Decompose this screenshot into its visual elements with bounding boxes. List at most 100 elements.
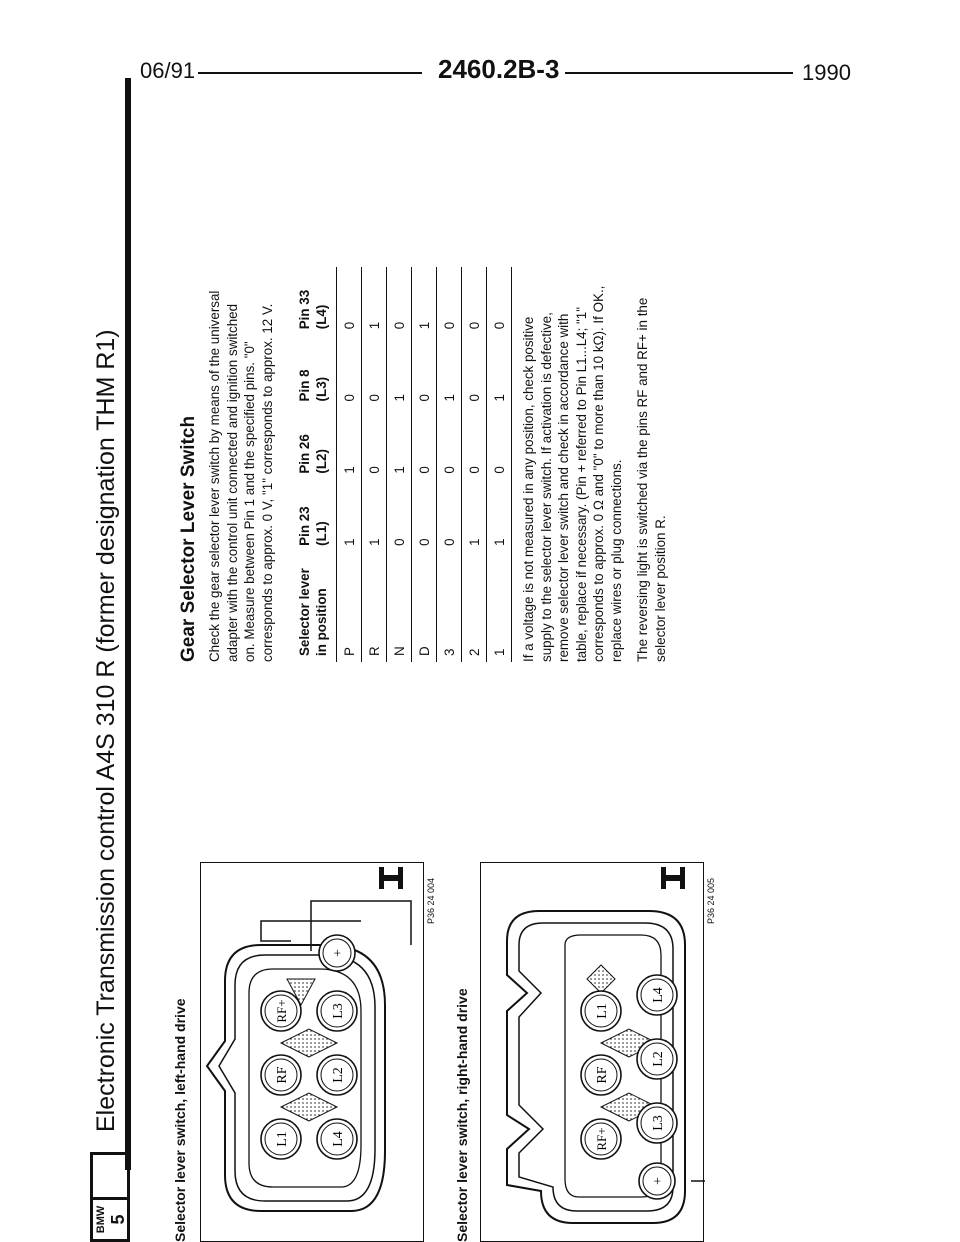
logo-series: 5: [108, 1214, 128, 1225]
i-beam-marker-icon: [379, 867, 403, 889]
pin-l2: L2: [636, 1038, 678, 1080]
cell-value: 1: [386, 411, 412, 484]
table-header-pin-33: Pin 33 (L4): [297, 289, 329, 330]
margin-rule: [125, 78, 131, 1170]
troubleshooting-paragraph: If a voltage is not measured in any posi…: [521, 285, 624, 662]
pin-rf-plus: RF+: [260, 990, 302, 1032]
cell-value: 0: [411, 483, 437, 556]
logo-mark: BMW 5: [93, 1197, 128, 1239]
cell-position: D: [411, 555, 437, 662]
cell-value: 1: [361, 483, 387, 556]
cell-value: 1: [461, 483, 487, 556]
cell-position: P: [336, 555, 362, 662]
pin-l3: L3: [316, 990, 358, 1032]
svg-text:RF: RF: [275, 1066, 290, 1083]
cell-value: 0: [411, 339, 437, 412]
table-row: 2 1 0 0 0: [461, 267, 487, 662]
connector-rhd-drawing: RF+ RF L1 + L3: [506, 867, 705, 1224]
svg-text:+: +: [331, 949, 346, 957]
section-title: Gear Selector Lever Switch: [178, 415, 199, 662]
svg-text:RF: RF: [595, 1066, 610, 1083]
cell-position: N: [386, 555, 412, 662]
cell-value: 1: [361, 267, 387, 340]
cell-value: 1: [336, 411, 362, 484]
figure-1-caption: Selector lever switch, left-hand drive: [172, 998, 188, 1242]
svg-text:L3: L3: [651, 1115, 666, 1131]
table-header-position: Selector lever in position: [297, 568, 329, 656]
document-title: Electronic Transmission control A4S 310 …: [92, 329, 120, 1132]
cell-value: 1: [486, 483, 512, 556]
pin-l4: L4: [316, 1118, 358, 1160]
i-beam-marker-icon: [661, 867, 685, 889]
table-row: N 0 1 1 0: [386, 267, 412, 662]
svg-text:RF+: RF+: [594, 1127, 609, 1150]
cell-value: 1: [411, 267, 437, 340]
cell-value: 0: [436, 411, 462, 484]
bmw-series-logo: BMW 5: [90, 1152, 130, 1242]
logo-brand: BMW: [95, 1205, 107, 1234]
pin-plus: +: [318, 934, 356, 972]
page-header: 06/91 2460.2B-3 1990: [0, 0, 960, 1170]
table-header-pin-26: Pin 26 (L2): [297, 434, 329, 474]
cell-value: 0: [386, 483, 412, 556]
header-doc-number: 2460.2B-3: [438, 54, 560, 84]
connector-lhd-drawing: L1 RF RF+ L4 L2: [205, 867, 412, 1212]
figure-2-caption: Selector lever switch, right-hand drive: [454, 988, 470, 1242]
pin-l3: L3: [636, 1102, 678, 1144]
pin-rf-plus: RF+: [580, 1118, 622, 1160]
intro-paragraph: Check the gear selector lever switch by …: [207, 290, 275, 662]
cell-value: 0: [436, 267, 462, 340]
rotated-page-content: BMW 5 Electronic Transmission control A4…: [0, 132, 830, 1242]
pin-rf: RF: [260, 1054, 302, 1096]
svg-text:L4: L4: [651, 987, 666, 1003]
cell-value: 0: [486, 267, 512, 340]
svg-text:L1: L1: [595, 1003, 610, 1019]
table-header-pin-8: Pin 8 (L3): [297, 369, 329, 402]
svg-text:L1: L1: [275, 1131, 290, 1147]
pin-l1: L1: [260, 1118, 302, 1160]
header-year: 1990: [802, 60, 851, 85]
header-date: 06/91: [140, 58, 196, 83]
cell-value: 1: [486, 339, 512, 412]
figure-2-reference: P36 24 005: [706, 877, 716, 924]
header-rule-left: [198, 72, 422, 74]
cell-value: 0: [486, 411, 512, 484]
svg-text:+: +: [651, 1177, 666, 1185]
cell-value: 1: [336, 483, 362, 556]
cell-value: 0: [386, 267, 412, 340]
pin-l2: L2: [316, 1054, 358, 1096]
pin-l1: L1: [580, 990, 622, 1032]
pin-rf: RF: [580, 1054, 622, 1096]
svg-text:L2: L2: [651, 1051, 666, 1067]
cell-value: 1: [436, 339, 462, 412]
cell-value: 0: [336, 267, 362, 340]
cell-value: 1: [386, 339, 412, 412]
logo-blank-cell: [93, 1155, 127, 1197]
svg-text:L3: L3: [331, 1003, 346, 1019]
cell-value: 0: [461, 411, 487, 484]
figure-2-connector-diagram: RF+ RF L1 + L3: [480, 862, 705, 1242]
pin-plus: +: [638, 1162, 676, 1200]
cell-value: 0: [411, 411, 437, 484]
svg-text:RF+: RF+: [274, 999, 289, 1022]
table-row: 3 0 0 1 0: [436, 267, 462, 662]
selector-lever-pin-table: Selector lever in position Pin 23 (L1) P…: [296, 267, 512, 662]
svg-text:L4: L4: [331, 1131, 346, 1147]
table-row: P 1 1 0 0: [336, 267, 362, 662]
cell-position: 2: [461, 555, 487, 662]
header-rule-right: [565, 72, 793, 74]
figure-1-connector-diagram: L1 RF RF+ L4 L2: [200, 862, 424, 1242]
table-row: 1 1 0 1 0: [486, 267, 512, 662]
figure-1-reference: P36 24 004: [426, 877, 436, 924]
table-row: D 0 0 0 1: [411, 267, 437, 662]
cell-value: 0: [461, 267, 487, 340]
cell-value: 0: [461, 339, 487, 412]
cell-value: 0: [436, 483, 462, 556]
svg-text:L2: L2: [331, 1067, 346, 1083]
cell-position: 1: [486, 555, 512, 662]
cell-value: 0: [361, 339, 387, 412]
cell-value: 0: [361, 411, 387, 484]
cell-position: R: [361, 555, 387, 662]
table-header-row: Selector lever in position Pin 23 (L1) P…: [296, 267, 337, 662]
reversing-light-paragraph: The reversing light is switched via the …: [635, 297, 668, 662]
